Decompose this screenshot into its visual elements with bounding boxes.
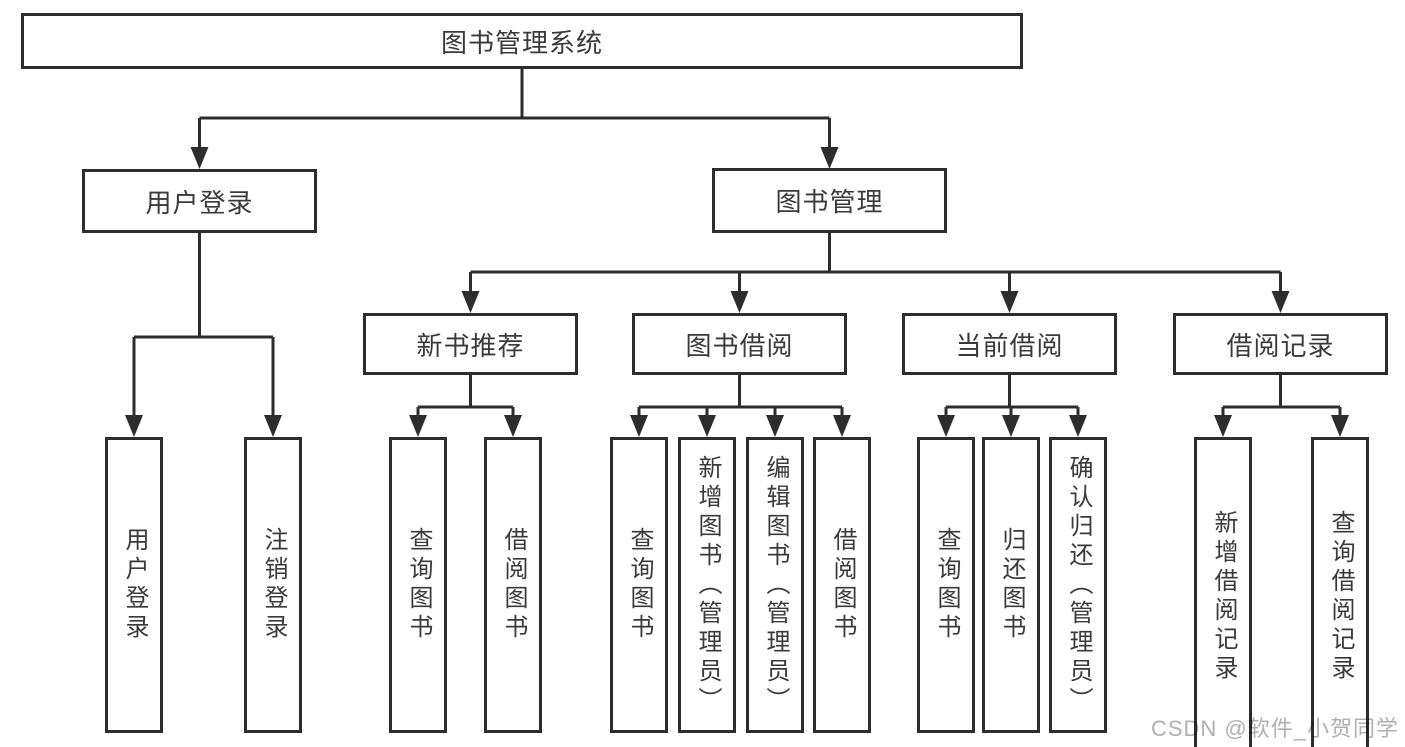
node-new-book-recommend: 新书推荐 [363,313,578,375]
leaf-query-books: 查询图书 [917,437,975,733]
leaf-label: 借阅图书 [829,527,856,643]
leaf-label: 确认归还（管理员） [1065,454,1092,716]
node-book-borrowing: 图书借阅 [632,313,847,375]
leaf-label: 编辑图书（管理员） [762,454,789,716]
leaf-label: 查询图书 [405,527,432,643]
leaf-confirm-return-admin: 确认归还（管理员） [1049,437,1107,733]
tree-edges [132,69,1342,418]
leaf-add-borrow-record: 新增借阅记录 [1194,437,1252,747]
leaf-label: 查询借阅记录 [1327,510,1354,684]
node-current-borrowing: 当前借阅 [902,313,1117,375]
leaf-label: 借阅图书 [500,527,527,643]
node-label: 当前借阅 [955,330,1064,361]
leaf-label: 归还图书 [998,527,1025,643]
node-root-title: 图书管理系统 [21,13,1023,69]
node-book-management-branch: 图书管理 [712,168,947,233]
node-label: 图书借阅 [685,330,794,361]
leaf-logout: 注销登录 [244,437,302,733]
leaf-edit-books-admin: 编辑图书（管理员） [746,437,804,733]
leaf-label: 新增借阅记录 [1210,510,1237,684]
leaf-borrow-books: 借阅图书 [813,437,871,733]
leaf-label: 新增图书（管理员） [694,454,721,716]
leaf-borrow-books: 借阅图书 [484,437,542,733]
node-label: 用户登录 [145,187,254,218]
leaf-label: 用户登录 [121,527,148,643]
leaf-query-borrow-record: 查询借阅记录 [1311,437,1369,747]
leaf-label: 注销登录 [260,527,287,643]
node-borrowing-records: 借阅记录 [1173,313,1388,375]
leaf-label: 查询图书 [933,527,960,643]
node-label: 图书管理系统 [440,27,603,58]
node-label: 图书管理 [775,187,884,217]
node-label: 借阅记录 [1226,330,1335,361]
leaf-query-books: 查询图书 [610,437,668,733]
leaf-add-books-admin: 新增图书（管理员） [678,437,736,733]
leaf-label: 查询图书 [626,527,653,643]
leaf-query-books: 查询图书 [389,437,447,733]
csdn-watermark: CSDN @软件_小贺同学 [1150,716,1399,741]
leaf-return-books: 归还图书 [982,437,1040,733]
node-label: 新书推荐 [416,330,525,361]
arrowhead-icons [125,147,1349,437]
leaf-user-login: 用户登录 [105,437,163,733]
node-user-login-branch: 用户登录 [82,169,317,233]
